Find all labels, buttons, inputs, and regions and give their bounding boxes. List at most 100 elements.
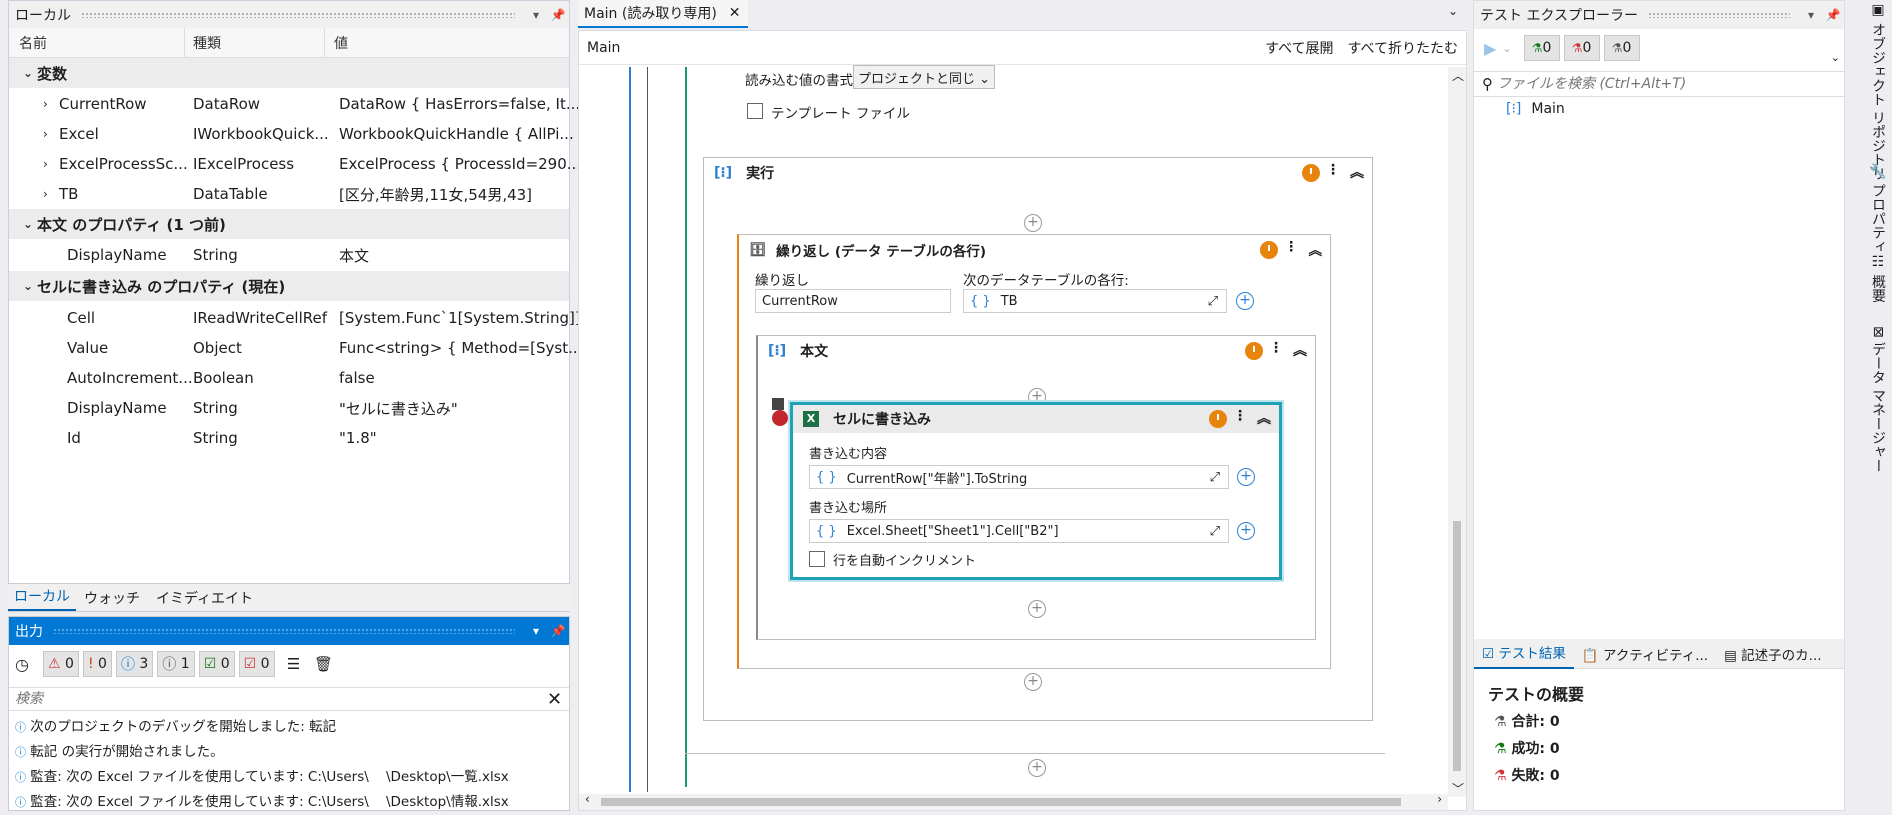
tree-item-main[interactable]: [⁝] Main — [1506, 101, 1565, 117]
body-activity[interactable]: [⁝] 本文 ⋮ ︽ + + X セルに書き込み ⋮ — [756, 335, 1316, 640]
collapse-icon[interactable]: ︽ — [1293, 343, 1307, 359]
vertical-scrollbar[interactable]: ︿ ﹀ — [1448, 67, 1466, 797]
tab-locals[interactable]: ローカル — [8, 584, 76, 611]
collapse-icon[interactable]: ︽ — [1308, 243, 1323, 259]
horizontal-scrollbar[interactable]: ‹ › — [579, 792, 1448, 810]
info-filter-button[interactable]: ⓘ 3 — [115, 651, 154, 677]
trash-icon[interactable]: 🗑 — [314, 655, 334, 673]
chevron-right-icon[interactable]: › — [43, 157, 48, 171]
prop-row[interactable]: Cell IReadWriteCellRef [System.Func`1[Sy… — [9, 303, 581, 333]
more-icon[interactable]: ⋮ — [1269, 340, 1283, 356]
chevron-right-icon[interactable]: › — [43, 97, 48, 111]
side-tab-properties[interactable]: 🔧 プロパティ — [1868, 162, 1888, 254]
chevron-right-icon[interactable]: › — [43, 127, 48, 141]
designer-tab[interactable]: Main (読み取り専用) ✕ — [578, 0, 748, 28]
col-value-header[interactable]: 値 — [334, 35, 348, 52]
breakpoint-icon[interactable] — [772, 410, 788, 426]
tab-test-results[interactable]: ☑ テスト結果 — [1474, 639, 1574, 669]
prop-row[interactable]: Id String "1.8" — [9, 423, 569, 453]
prop-row[interactable]: AutoIncrement... Boolean false — [9, 363, 569, 393]
scroll-left-icon[interactable]: ‹ — [585, 792, 590, 806]
collapse-all-link[interactable]: すべて折りたたむ — [1347, 40, 1458, 57]
expand-icon[interactable]: ⤢ — [1209, 523, 1220, 539]
plus-icon[interactable]: + — [1237, 522, 1255, 540]
run-icon[interactable]: ▶ — [1484, 38, 1497, 58]
write-cell-activity[interactable]: X セルに書き込み ⋮ ︽ 書き込む内容 { }CurrentRow["年齢"]… — [790, 402, 1282, 580]
output-search-input[interactable] — [9, 691, 547, 707]
close-icon[interactable]: ✕ — [547, 688, 563, 710]
write-where-field[interactable]: { }Excel.Sheet["Sheet1"].Cell["B2"]⤢ — [809, 519, 1229, 543]
prop-row[interactable]: Value Object Func<string> { Method=[Syst… — [9, 333, 582, 363]
chevron-down-icon[interactable]: ⌄ — [23, 66, 34, 80]
tab-watch[interactable]: ウォッチ — [84, 590, 140, 607]
scroll-up-icon[interactable]: ︿ — [1452, 69, 1465, 83]
group-cell-props[interactable]: ⌄ セルに書き込み のプロパティ (現在) — [9, 271, 569, 301]
side-tab-data-manager[interactable]: ⊠ データ マネージャー — [1868, 326, 1888, 473]
chevron-down-icon[interactable]: ⌄ — [1502, 41, 1512, 55]
side-tab-object-repository[interactable]: ▣ オブジェクト リポジトリ — [1868, 2, 1888, 181]
write-what-field[interactable]: { }CurrentRow["年齢"].ToString⤢ — [809, 465, 1229, 489]
plus-icon[interactable]: + — [1236, 292, 1254, 310]
pin-icon[interactable]: 📌 — [1825, 8, 1841, 22]
tab-descriptor-coverage[interactable]: ▤ 記述子のカ... — [1716, 644, 1829, 664]
error-filter-button[interactable]: ⚠ 0 — [43, 651, 79, 677]
var-row[interactable]: › ExcelProcessSc... IExcelProcess ExcelP… — [9, 149, 581, 179]
fail-filter-button[interactable]: ☑ 0 — [238, 651, 275, 677]
expand-all-link[interactable]: すべて展開 — [1265, 40, 1334, 57]
foreach-activity[interactable]: 🗄 繰り返し (データ テーブルの各行) ⋮ ︽ 繰り返し CurrentRow… — [737, 234, 1331, 669]
chevron-down-icon[interactable]: ⌄ — [1448, 4, 1459, 18]
pin-icon[interactable]: 📌 — [550, 8, 566, 22]
scroll-thumb[interactable] — [601, 798, 1401, 806]
more-icon[interactable]: ⋮ — [1326, 162, 1340, 178]
var-row[interactable]: › TB DataTable [区分,年齢男,11女,54男,43] — [9, 179, 569, 209]
var-row[interactable]: › Excel IWorkbookQuick... WorkbookQuickH… — [9, 119, 574, 149]
expand-icon[interactable]: ⤢ — [1207, 293, 1218, 309]
pin-icon[interactable]: 📌 — [550, 624, 566, 638]
passed-filter-button[interactable]: ⚗0 — [1523, 35, 1560, 61]
run-activity[interactable]: [⁝] 実行 ⋮ ︽ + + 🗄 繰り返し (データ テーブルの各行) ⋮ ︽ … — [703, 157, 1373, 721]
more-icon[interactable]: ⋮ — [1233, 408, 1247, 424]
side-tab-outline[interactable]: ☷ 概要 — [1868, 254, 1888, 302]
clock-icon[interactable]: ◷ — [15, 654, 29, 674]
prop-row[interactable]: DisplayName String "セルに書き込み" — [9, 393, 569, 423]
chevron-down-icon[interactable]: ⌄ — [23, 279, 34, 293]
scroll-thumb[interactable] — [1453, 521, 1461, 771]
add-activity-icon[interactable]: + — [1024, 673, 1042, 691]
chevron-down-icon[interactable]: ▾ — [532, 624, 540, 638]
add-activity-icon[interactable]: + — [1028, 759, 1046, 777]
tab-immediate[interactable]: イミディエイト — [156, 590, 254, 607]
breadcrumb[interactable]: Main — [587, 39, 621, 56]
expand-icon[interactable]: ⤢ — [1209, 469, 1220, 485]
prop-row[interactable]: DisplayName String 本文 — [9, 240, 569, 270]
collapse-icon[interactable]: ︽ — [1350, 165, 1364, 181]
plus-icon[interactable]: + — [1237, 468, 1255, 486]
chevron-down-icon[interactable]: ⌄ — [1830, 51, 1840, 64]
col-name-header[interactable]: 名前 — [19, 35, 47, 52]
filter-list-icon[interactable]: ☰ — [286, 655, 301, 673]
test-search-input[interactable] — [1497, 76, 1844, 92]
scroll-right-icon[interactable]: › — [1437, 792, 1442, 806]
var-row[interactable]: › CurrentRow DataRow DataRow { HasErrors… — [9, 89, 580, 119]
group-variables[interactable]: ⌄ 変数 — [9, 58, 569, 88]
group-body-props[interactable]: ⌄ 本文 のプロパティ (1 つ前) — [9, 209, 569, 239]
scroll-down-icon[interactable]: ﹀ — [1452, 782, 1465, 796]
warning-filter-button[interactable]: ! 0 — [82, 651, 112, 677]
template-checkbox[interactable] — [747, 103, 763, 119]
collapse-icon[interactable]: ︽ — [1257, 411, 1271, 427]
chevron-down-icon[interactable]: ▾ — [532, 8, 540, 22]
add-activity-icon[interactable]: + — [1028, 600, 1046, 618]
add-activity-icon[interactable]: + — [1024, 214, 1042, 232]
col-type-header[interactable]: 種類 — [193, 35, 221, 52]
chevron-down-icon[interactable]: ▾ — [1807, 8, 1815, 22]
more-icon[interactable]: ⋮ — [1284, 239, 1299, 255]
auto-increment-checkbox[interactable] — [809, 551, 825, 567]
failed-filter-button[interactable]: ⚗0 — [1563, 35, 1600, 61]
chevron-down-icon[interactable]: ⌄ — [23, 217, 34, 231]
foreach-item-field[interactable]: CurrentRow — [755, 289, 951, 313]
read-format-dropdown[interactable]: プロジェクトと同じ ⌄ — [853, 65, 996, 89]
close-icon[interactable]: ✕ — [728, 5, 741, 21]
trace-filter-button[interactable]: ⓘ 1 — [157, 651, 195, 677]
success-filter-button[interactable]: ☑ 0 — [198, 651, 235, 677]
chevron-right-icon[interactable]: › — [43, 187, 48, 201]
notrun-filter-button[interactable]: ⚗0 — [1603, 35, 1640, 61]
